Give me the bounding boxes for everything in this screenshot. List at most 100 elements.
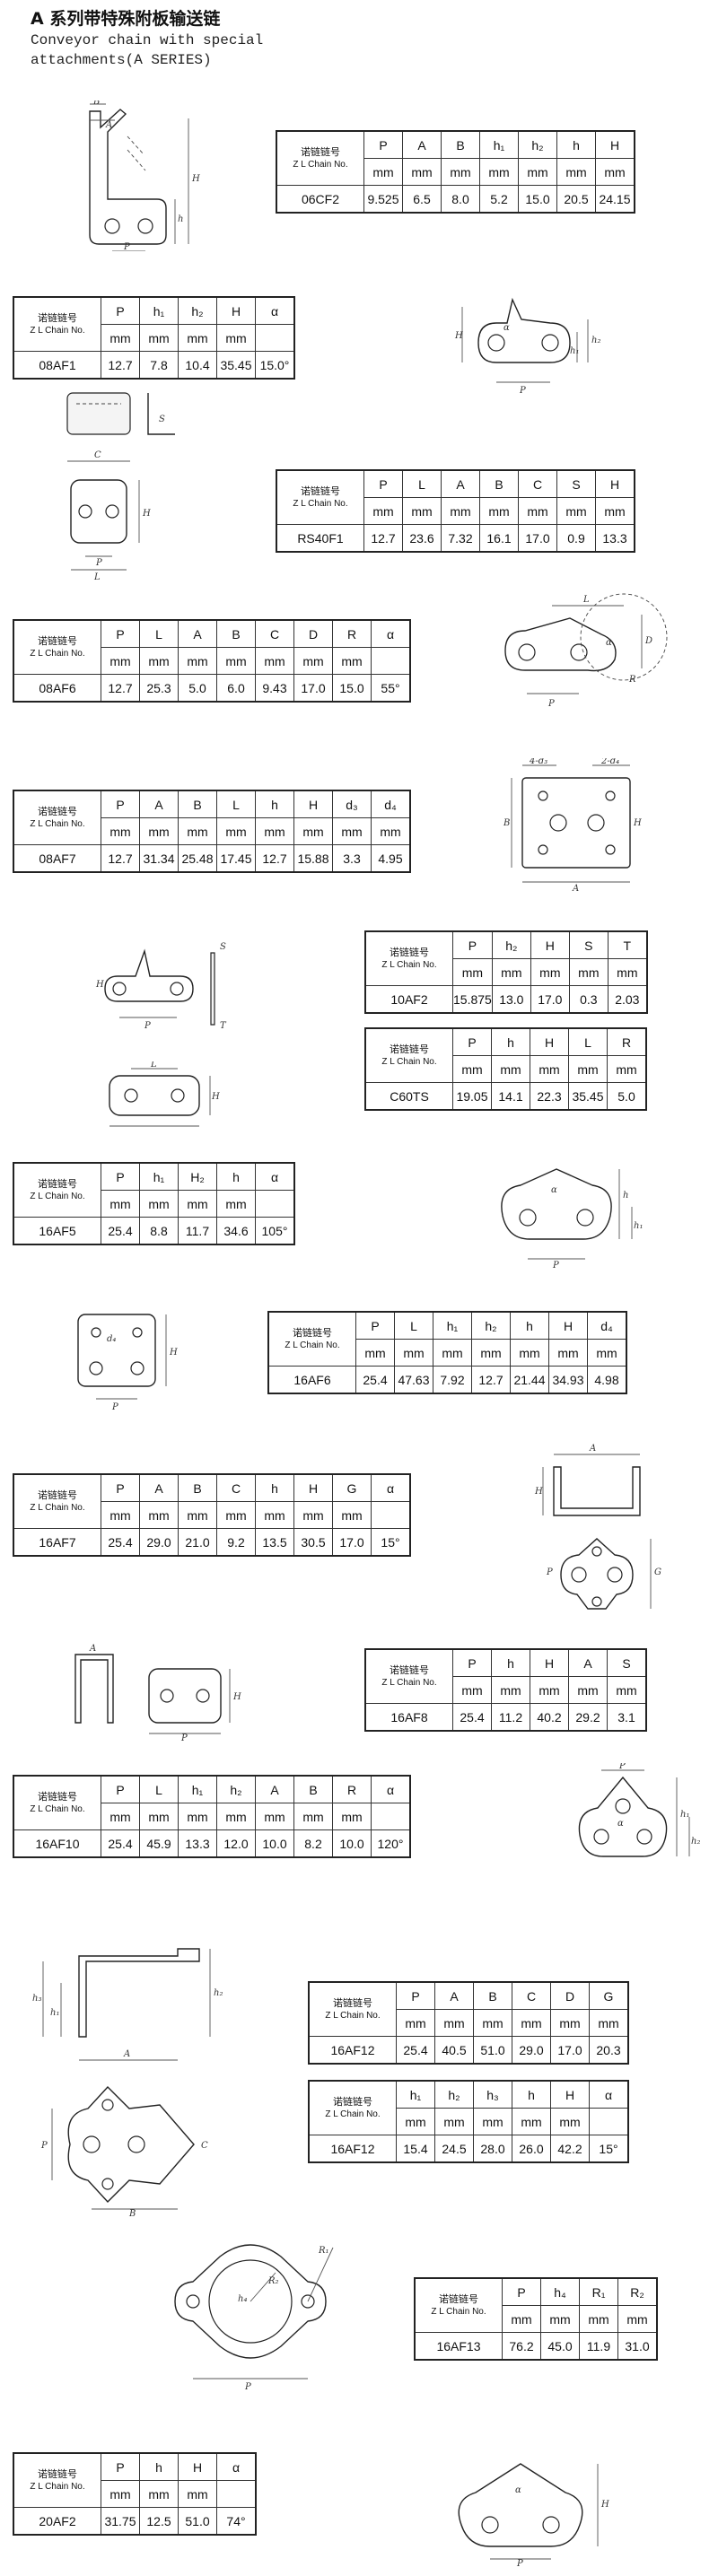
svg-text:S: S <box>220 942 226 952</box>
value-cell: 19.05 <box>452 1082 492 1111</box>
column-header: P <box>452 930 493 959</box>
unit-cell: mm <box>530 1055 569 1083</box>
value-cell: 12.7 <box>101 844 140 873</box>
column-header: B <box>479 469 519 498</box>
unit-cell: mm <box>178 647 217 675</box>
svg-text:P: P <box>516 2559 523 2566</box>
column-header: L <box>568 1027 608 1056</box>
column-header: B <box>216 619 256 648</box>
chain-model: 10AF2 <box>364 985 453 1014</box>
chain-no-label-cn: 诺链链号 <box>38 2468 77 2480</box>
value-cell: 24.15 <box>595 185 635 214</box>
value-cell: 26.0 <box>512 2135 551 2163</box>
svg-text:P: P <box>552 1261 559 1270</box>
unit-cell: mm <box>568 1676 608 1704</box>
unit-cell: mm <box>617 2305 658 2333</box>
unit-cell: mm <box>101 1803 140 1830</box>
unit-cell: mm <box>568 958 609 986</box>
column-header: α <box>216 2452 257 2481</box>
unit-cell: mm <box>139 1803 179 1830</box>
unit-cell: mm <box>216 1501 256 1529</box>
unit-cell: mm <box>332 647 372 675</box>
svg-text:P: P <box>244 2382 251 2391</box>
unit-cell: mm <box>255 1501 294 1529</box>
value-cell: 12.5 <box>139 2507 179 2536</box>
unit-cell: mm <box>139 324 179 352</box>
svg-text:R₂: R₂ <box>267 2276 279 2286</box>
column-header: P <box>355 1311 395 1340</box>
column-header: h₂ <box>471 1311 511 1340</box>
column-header: α <box>255 296 295 325</box>
chain-no-label-cn: 诺链链号 <box>390 1664 429 1676</box>
svg-text:α: α <box>515 2485 521 2495</box>
svg-text:h₁: h₁ <box>50 2008 59 2018</box>
column-header: H <box>530 930 570 959</box>
svg-text:H: H <box>142 509 151 519</box>
unit-cell: mm <box>293 647 333 675</box>
column-header: h₃ <box>473 2080 512 2109</box>
unit-cell: mm <box>587 1339 627 1367</box>
unit-cell: mm <box>491 1676 530 1704</box>
value-cell: 47.63 <box>394 1366 433 1394</box>
unit-cell: mm <box>216 817 256 845</box>
unit-cell: mm <box>568 1055 608 1083</box>
value-cell: 12.7 <box>101 351 140 380</box>
chain-no-label-cn: 诺链链号 <box>301 146 340 158</box>
column-header: G <box>332 1473 372 1502</box>
column-header: h₁ <box>178 1775 217 1803</box>
unit-cell: mm <box>355 1339 395 1367</box>
value-cell: 3.1 <box>607 1703 647 1732</box>
unit-cell: mm <box>512 2009 551 2037</box>
unit-cell: mm <box>502 2305 541 2333</box>
value-cell: 17.45 <box>216 844 256 873</box>
value-cell: 4.98 <box>587 1366 627 1394</box>
column-header: h <box>491 1648 530 1677</box>
svg-text:H: H <box>169 1348 178 1358</box>
chain-no-label-en: Z L Chain No. <box>30 325 85 336</box>
value-cell: 20.3 <box>589 2036 629 2065</box>
svg-text:B: B <box>92 100 100 107</box>
unit-cell: mm <box>139 1190 179 1218</box>
value-cell: 31.0 <box>617 2332 658 2361</box>
value-cell: 9.2 <box>216 1528 256 1557</box>
unit-cell: mm <box>452 1055 492 1083</box>
svg-text:2-d₄: 2-d₄ <box>600 758 619 766</box>
chain-no-label-en: Z L Chain No. <box>293 498 348 509</box>
value-cell: 17.0 <box>550 2036 590 2065</box>
svg-text:R: R <box>628 675 636 685</box>
chain-no-label-en: Z L Chain No. <box>30 648 85 659</box>
value-cell: 8.2 <box>293 1829 333 1858</box>
column-header: H <box>216 296 256 325</box>
svg-text:L: L <box>582 595 590 605</box>
unit-cell <box>216 2480 257 2508</box>
unit-cell: mm <box>332 1501 372 1529</box>
value-cell: 5.2 <box>479 185 519 214</box>
column-header: B <box>293 1775 333 1803</box>
chain-model: 08AF6 <box>13 674 101 703</box>
svg-text:B: B <box>503 818 510 828</box>
value-cell: 8.0 <box>441 185 480 214</box>
unit-cell: mm <box>550 2108 590 2135</box>
column-header: H <box>530 1027 569 1056</box>
unit-cell: mm <box>255 817 294 845</box>
column-header: P <box>101 296 140 325</box>
column-header: h₁ <box>433 1311 472 1340</box>
value-cell: 31.75 <box>101 2507 140 2536</box>
value-cell: 105° <box>255 1217 295 1245</box>
chain-no-label-cn: 诺链链号 <box>390 1043 429 1055</box>
column-header: P <box>101 2452 140 2481</box>
unit-cell: mm <box>332 817 372 845</box>
column-header: α <box>589 2080 629 2109</box>
chain-model: 16AF13 <box>414 2332 503 2361</box>
chain-no-label-en: Z L Chain No. <box>30 818 85 829</box>
unit-cell <box>255 1190 295 1218</box>
value-cell: 9.43 <box>255 674 294 703</box>
unit-cell: mm <box>441 497 480 525</box>
